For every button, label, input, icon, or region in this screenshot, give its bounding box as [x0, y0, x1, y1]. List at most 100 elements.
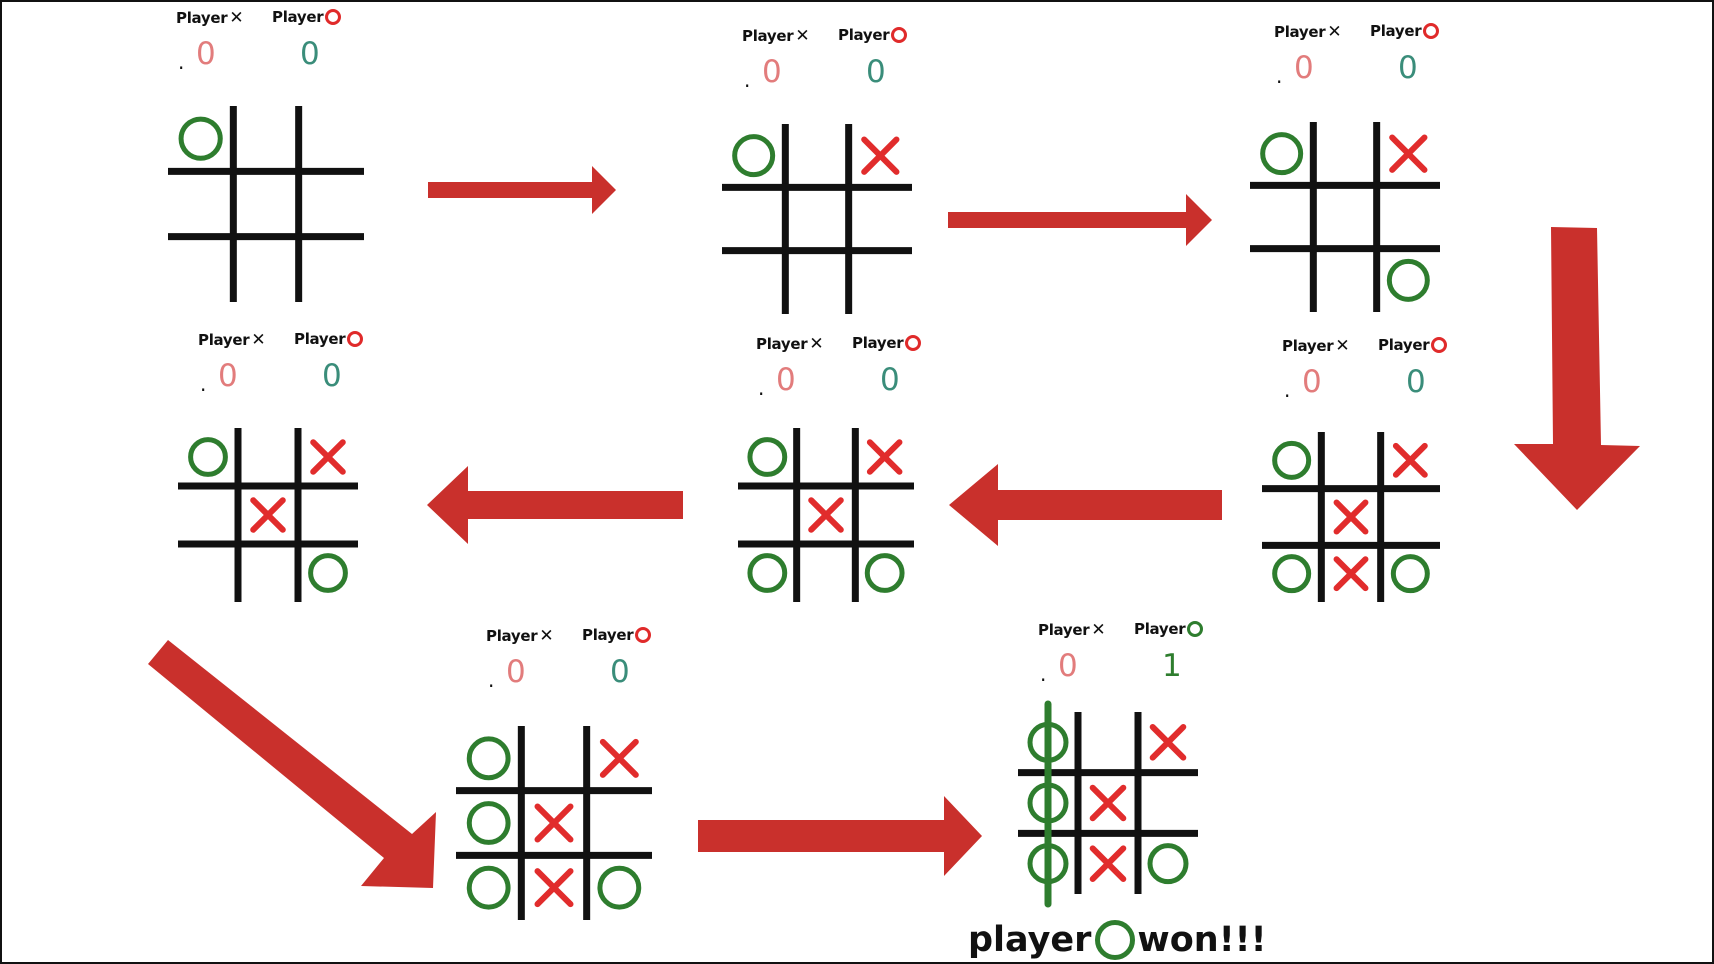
tic-tac-toe-board [168, 106, 364, 302]
x-mark [808, 497, 844, 533]
player-o-label: Player [1370, 22, 1440, 40]
arrow-step-5-to-6 [427, 466, 683, 544]
winner-message-suffix: won!!! [1137, 920, 1267, 960]
stray-dot: . [488, 668, 495, 692]
player-x-label-text: Player [756, 335, 808, 353]
arrow-step-1-to-2 [428, 166, 616, 214]
player-x-label: Player✕ [742, 26, 810, 46]
player-o-score: 0 [1406, 364, 1426, 400]
o-mark [466, 865, 511, 910]
player-o-score: 0 [300, 36, 320, 72]
x-mark [599, 738, 639, 778]
o-mark [1272, 440, 1312, 480]
x-mark [250, 497, 286, 533]
player-o-label: Player [272, 8, 342, 26]
player-o-label: Player [1134, 620, 1204, 638]
tic-tac-toe-board [738, 428, 914, 602]
arrow-step-7-to-8 [698, 796, 982, 876]
x-mark [1333, 556, 1369, 592]
x-mark [1389, 134, 1428, 173]
tic-tac-toe-board [1018, 700, 1198, 908]
o-icon [1431, 337, 1448, 353]
player-x-score: 0 [762, 54, 782, 90]
stray-dot: . [178, 50, 185, 74]
tic-tac-toe-board [456, 726, 652, 920]
o-mark [597, 865, 642, 910]
o-mark [747, 437, 788, 477]
arrow-step-3-to-4 [1514, 227, 1640, 510]
x-icon: ✕ [1335, 336, 1350, 356]
player-x-label-text: Player [1274, 23, 1326, 41]
player-o-label: Player [852, 334, 922, 352]
x-mark [1392, 442, 1428, 478]
o-icon [891, 27, 908, 43]
player-x-label: Player✕ [1038, 620, 1106, 640]
player-o-score: 0 [866, 54, 886, 90]
x-mark [866, 439, 903, 475]
player-x-label-text: Player [198, 331, 250, 349]
tic-tac-toe-board [1250, 122, 1440, 312]
x-mark [861, 136, 900, 175]
player-x-label-text: Player [742, 27, 794, 45]
x-mark [1149, 724, 1187, 761]
player-o-score: 1 [1162, 648, 1182, 684]
player-o-label: Player [582, 626, 652, 644]
x-icon: ✕ [539, 626, 554, 646]
x-icon: ✕ [809, 334, 824, 354]
x-mark [1333, 499, 1369, 535]
player-x-score: 0 [1302, 364, 1322, 400]
player-o-label-text: Player [838, 26, 890, 44]
player-x-label-text: Player [176, 9, 228, 27]
o-icon [635, 627, 652, 643]
x-mark [1089, 784, 1127, 822]
o-icon [1187, 621, 1204, 637]
arrow-step-2-to-3 [948, 194, 1212, 246]
o-mark [1386, 258, 1430, 302]
winner-message: player won!!! [968, 920, 1267, 960]
player-x-label: Player✕ [1274, 22, 1342, 42]
o-icon [325, 9, 342, 25]
x-icon: ✕ [229, 8, 244, 28]
player-x-score: 0 [196, 36, 216, 72]
x-mark [310, 439, 346, 475]
player-o-label-text: Player [294, 330, 346, 348]
player-o-label-text: Player [852, 334, 904, 352]
o-mark [466, 736, 511, 781]
player-x-score: 0 [1294, 50, 1314, 86]
o-mark [188, 437, 228, 477]
stray-dot: . [1284, 378, 1291, 402]
stray-dot: . [1276, 64, 1283, 88]
o-mark [1260, 132, 1304, 176]
player-o-label-text: Player [1378, 336, 1430, 354]
player-o-score: 0 [322, 358, 342, 394]
x-mark [534, 803, 574, 843]
x-icon: ✕ [1091, 620, 1106, 640]
stray-dot: . [200, 372, 207, 396]
o-mark [864, 553, 905, 593]
winner-message-prefix: player [968, 920, 1092, 960]
x-mark [534, 868, 574, 908]
player-x-score: 0 [1058, 648, 1078, 684]
o-mark [1390, 554, 1430, 594]
player-x-label-text: Player [1282, 337, 1334, 355]
player-x-score: 0 [776, 362, 796, 398]
o-icon [905, 335, 922, 351]
player-o-label-text: Player [272, 8, 324, 26]
stray-dot: . [744, 68, 751, 92]
player-x-label: Player✕ [486, 626, 554, 646]
x-icon: ✕ [1327, 22, 1342, 42]
o-icon [347, 331, 364, 347]
player-o-label: Player [294, 330, 364, 348]
tic-tac-toe-board [722, 124, 912, 314]
player-x-label: Player✕ [198, 330, 266, 350]
player-x-score: 0 [218, 358, 238, 394]
player-x-score: 0 [506, 654, 526, 690]
player-o-score: 0 [1398, 50, 1418, 86]
arrow-step-6-to-7 [148, 640, 436, 888]
tic-tac-toe-board [178, 428, 358, 602]
x-icon: ✕ [251, 330, 266, 350]
player-o-label-text: Player [582, 626, 634, 644]
player-x-label-text: Player [486, 627, 538, 645]
